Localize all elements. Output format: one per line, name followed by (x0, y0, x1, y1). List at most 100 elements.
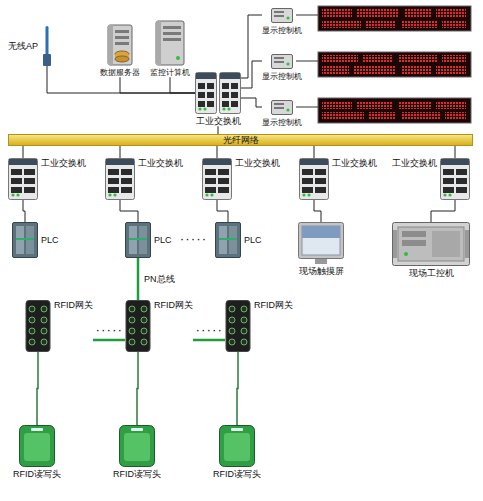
connector (23, 146, 24, 158)
node-text: RFID网关 (154, 300, 193, 310)
industrial-switch: 工业交换机 (392, 158, 470, 200)
node-text: 现场工控机 (409, 268, 454, 278)
display-controller: 显示控制机 (262, 98, 302, 127)
connector (237, 352, 238, 425)
node-label: 光纤网络 (223, 134, 259, 146)
connector (120, 146, 121, 158)
ellipsis-dots: · · · · · (97, 326, 122, 336)
node-text: RFID读写头 (213, 469, 261, 479)
node-text: 工业交换机 (392, 158, 437, 168)
connector (120, 77, 195, 93)
switch-icon (8, 158, 38, 200)
node-label: PLC (244, 235, 262, 245)
node-text: 工业交换机 (196, 116, 241, 126)
connector (23, 200, 25, 222)
node-label: 工业交换机 (392, 158, 437, 168)
led-board (318, 98, 471, 123)
node-label: RFID读写头 (113, 469, 161, 479)
reader-icon (219, 425, 255, 467)
pc-icon (271, 52, 293, 70)
node-text: 数据服务器 (100, 68, 140, 77)
data-server: 数据服务器 (100, 24, 140, 77)
connector (314, 146, 315, 158)
node-text: 无线AP (8, 41, 38, 51)
node-text: PLC (244, 235, 262, 245)
node-text: PLC (154, 235, 172, 245)
plc-unit: PLC (125, 222, 172, 258)
pc-icon (271, 6, 293, 24)
edge-label: PN总线 (142, 274, 177, 284)
connector (217, 146, 218, 158)
connector (241, 61, 262, 88)
rfid-gateway: RFID网关 (225, 300, 293, 352)
node-label: RFID读写头 (213, 469, 261, 479)
industrial-switch: 工业交换机 (8, 158, 86, 200)
node-text: RFID读写头 (13, 469, 61, 479)
switch2-icon (195, 72, 241, 114)
node-label: 监控计算机 (150, 68, 190, 77)
rfid-gateway: RFID网关 (25, 300, 93, 352)
node-label: PLC (41, 235, 59, 245)
switch-icon (299, 158, 329, 200)
switch-icon (105, 158, 135, 200)
connector (218, 126, 219, 134)
wireless-ap: 无线AP (8, 26, 53, 66)
fiber-band: 光纤网络 (8, 134, 473, 146)
pc-icon (271, 98, 293, 116)
rfid-gateway: RFID网关 (125, 300, 193, 352)
gateway-icon (25, 300, 51, 352)
rfid-reader: RFID读写头 (213, 425, 261, 479)
node-text: 光纤网络 (223, 134, 259, 146)
node-text: 现场触摸屏 (299, 266, 344, 276)
node-label: 现场工控机 (409, 268, 454, 278)
touch-icon (298, 222, 344, 264)
connector (314, 200, 321, 222)
node-label: 无线AP (8, 41, 38, 51)
node-text: 显示控制机 (262, 72, 302, 81)
connector (170, 77, 195, 93)
core-switch: 工业交换机 (195, 72, 241, 126)
node-label: 数据服务器 (100, 68, 140, 77)
connector (137, 352, 138, 425)
node-label: RFID网关 (254, 300, 293, 310)
rfid-reader: RFID读写头 (113, 425, 161, 479)
reader-icon (19, 425, 55, 467)
connector (431, 200, 455, 222)
node-text: 显示控制机 (262, 26, 302, 35)
plc-unit: PLC (215, 222, 262, 258)
rfid-reader: RFID读写头 (13, 425, 61, 479)
node-text: PLC (41, 235, 59, 245)
led-board (318, 6, 471, 31)
node-label: 工业交换机 (235, 158, 280, 168)
node-text: 显示控制机 (262, 118, 302, 127)
plc-icon (12, 222, 38, 258)
connector (193, 339, 225, 342)
connector (217, 200, 228, 222)
node-label: PLC (154, 235, 172, 245)
node-label: 工业交换机 (138, 158, 183, 168)
industrial-pc: 现场工控机 (392, 222, 470, 278)
plc-icon (215, 222, 241, 258)
ellipsis-dots: · · · · · (181, 235, 206, 245)
gateway-icon (225, 300, 251, 352)
display-controller: 显示控制机 (262, 52, 302, 81)
node-text: 工业交换机 (235, 158, 280, 168)
connector (241, 98, 262, 107)
connector (137, 258, 140, 300)
node-text: 工业交换机 (138, 158, 183, 168)
node-text: RFID网关 (54, 300, 93, 310)
node-label: 显示控制机 (262, 72, 302, 81)
node-label: RFID网关 (54, 300, 93, 310)
industrial-switch: 工业交换机 (299, 158, 377, 200)
node-text: 工业交换机 (332, 158, 377, 168)
dbserver-icon (107, 24, 133, 66)
connector (47, 66, 195, 93)
connector (93, 339, 125, 342)
node-label: 工业交换机 (196, 116, 241, 126)
plc-unit: PLC (12, 222, 59, 258)
node-text: RFID网关 (254, 300, 293, 310)
antenna-icon (41, 26, 53, 66)
node-text: 工业交换机 (41, 158, 86, 168)
industrial-switch: 工业交换机 (202, 158, 280, 200)
node-text: RFID读写头 (113, 469, 161, 479)
